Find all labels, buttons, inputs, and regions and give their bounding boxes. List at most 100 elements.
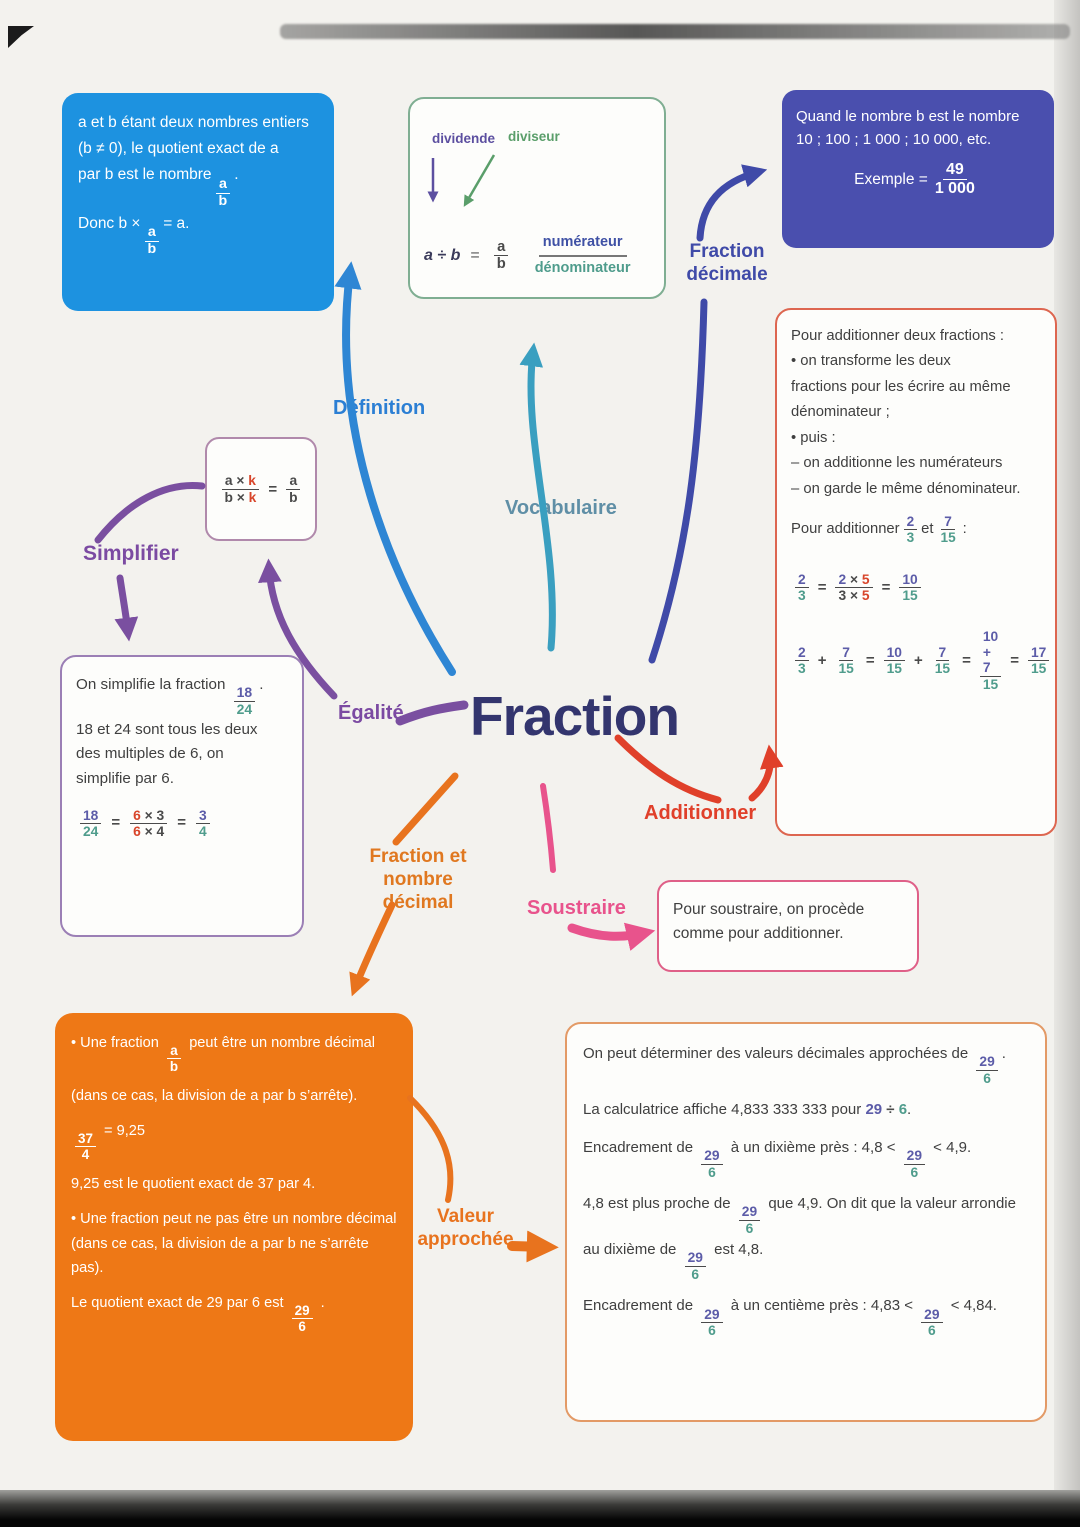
addition-line: Pour additionner deux fractions : bbox=[791, 328, 1005, 344]
definition-arrow bbox=[334, 261, 456, 676]
fraction-nombre-arrow bbox=[349, 901, 396, 997]
fraction-decimale-arrow bbox=[696, 164, 768, 242]
definition-line-1: a et b étant deux nombres entiers bbox=[78, 114, 309, 131]
page-title: Fraction bbox=[470, 685, 680, 747]
addition-line: – on garde le même dénominateur. bbox=[791, 480, 1021, 497]
branch-label-egalite: Égalité bbox=[338, 702, 404, 724]
photo-top-shadow bbox=[280, 24, 1070, 39]
simplify-line-3: des multiples de 6, on bbox=[76, 745, 224, 763]
denominateur-label: dénominateur bbox=[534, 259, 631, 276]
diviseur-label: diviseur bbox=[508, 129, 560, 144]
numerator-denominator-labels: numérateur dénominateur bbox=[535, 234, 631, 277]
soustraire-curve bbox=[540, 783, 556, 873]
valeur-curve bbox=[407, 1095, 454, 1203]
simplify-line-4: simplifie par 6. bbox=[76, 769, 174, 787]
simplifier-down-arrow bbox=[114, 574, 139, 642]
branch-label-soustraire: Soustraire bbox=[527, 897, 626, 919]
orange-line-4: • Une fraction peut ne pas être un nombr… bbox=[71, 1210, 397, 1277]
subtraction-line-1: Pour soustraire, on procède bbox=[673, 901, 865, 918]
photo-edge-strip bbox=[1054, 0, 1080, 1527]
fraction-nombre-line bbox=[392, 772, 459, 846]
addition-line: dénominateur ; bbox=[791, 404, 890, 421]
subtraction-line-2: comme pour additionner. bbox=[673, 925, 844, 943]
dividende-label: dividende bbox=[432, 131, 496, 146]
branch-label-additionner: Additionner bbox=[644, 802, 757, 824]
branch-label-definition: Définition bbox=[333, 397, 426, 419]
branch-label-vocabulaire: Vocabulaire bbox=[505, 497, 617, 519]
soustraire-arrow bbox=[567, 922, 656, 951]
decimal-line-2: 10 ; 100 ; 1 000 ; 10 000, etc. bbox=[796, 130, 992, 148]
approx-line-2: La calculatrice affiche 4,833 333 333 po… bbox=[583, 1101, 912, 1119]
decimal-fraction-box: Quand le nombre b est le nombre 10 ; 100… bbox=[782, 90, 1054, 248]
addition-line: • on transforme les deux bbox=[791, 353, 951, 370]
definition-box: a et b étant deux nombres entiers (b ≠ 0… bbox=[62, 93, 334, 311]
subtraction-box: Pour soustraire, on procède comme pour a… bbox=[657, 880, 919, 972]
approx-value-box: On peut déterminer des valeurs décimales… bbox=[565, 1022, 1047, 1422]
addition-line: – on additionne les numérateurs bbox=[791, 455, 1003, 472]
branch-label-fraction-nombre-decimal: Fraction et nombre décimal bbox=[369, 846, 467, 913]
addition-line: fractions pour les écrire au même bbox=[791, 378, 1011, 395]
branch-label-valeur-approchee: Valeur approchée bbox=[417, 1206, 514, 1250]
simplify-line-2: 18 et 24 sont tous les deux bbox=[76, 720, 258, 738]
addition-box: Pour additionner deux fractions : • on t… bbox=[775, 308, 1057, 836]
definition-line-2: (b ≠ 0), le quotient exact de a bbox=[78, 140, 279, 158]
decimal-line-1: Quand le nombre b est le nombre bbox=[796, 108, 1020, 125]
fraction-expansion: 6 × 3 6 × 4 bbox=[130, 808, 168, 840]
additionner-arrow bbox=[748, 744, 784, 802]
orange-line-2: (dans ce cas, la division de a par b s’a… bbox=[71, 1088, 358, 1105]
branch-label-simplifier: Simplifier bbox=[83, 542, 179, 565]
numerateur-label: numérateur bbox=[538, 234, 627, 257]
egalite-connector bbox=[395, 700, 469, 726]
photo-corner-mark bbox=[8, 26, 34, 48]
addition-line: • puis : bbox=[791, 429, 836, 446]
approx-line-1: On peut déterminer des valeurs décimales… bbox=[583, 1045, 1006, 1086]
branch-label-fraction-decimale: Fraction décimale bbox=[686, 241, 768, 285]
photo-bottom-shadow bbox=[0, 1490, 1080, 1527]
